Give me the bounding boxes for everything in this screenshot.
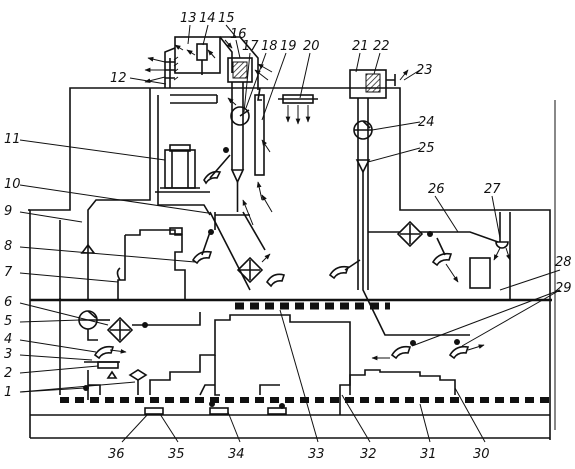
heater-diamond: [236, 253, 286, 288]
label-28: 28: [555, 255, 572, 270]
central-duct: [209, 82, 273, 291]
machine-7: [116, 227, 214, 300]
right-room: [368, 212, 511, 289]
label-12: 12: [110, 71, 127, 86]
label-31: 31: [420, 447, 437, 462]
label-20: 20: [303, 39, 320, 54]
label-21: 21: [352, 39, 369, 54]
label-27: 27: [484, 182, 501, 197]
label-26: 26: [428, 182, 445, 197]
label-1: 1: [4, 385, 12, 400]
label-29: 29: [555, 281, 572, 296]
fan-11: [155, 144, 231, 193]
label-18: 18: [261, 39, 278, 54]
label-33: 33: [308, 447, 325, 462]
floor-grates: [60, 302, 550, 415]
label-7: 7: [4, 265, 13, 280]
label-36: 36: [108, 447, 125, 462]
roof-unit-13-16: [144, 36, 273, 90]
label-30: 30: [473, 447, 490, 462]
label-4: 4: [4, 332, 12, 347]
label-14: 14: [199, 11, 216, 26]
labels: 1 2 3 4 5 6 7 8 9 10 11 12 13 14 15 16 1…: [4, 11, 572, 462]
label-32: 32: [360, 447, 377, 462]
label-8: 8: [4, 239, 12, 254]
label-35: 35: [168, 447, 185, 462]
label-3: 3: [4, 347, 12, 362]
right-duct: [328, 69, 470, 336]
lower-left-equipment: [78, 310, 201, 400]
label-5: 5: [4, 314, 12, 329]
lower-machines: [149, 314, 485, 415]
label-23: 23: [416, 63, 433, 78]
label-17: 17: [242, 39, 259, 54]
label-9: 9: [4, 204, 12, 219]
building-outline: [28, 87, 556, 440]
label-6: 6: [4, 295, 12, 310]
label-10: 10: [4, 177, 21, 192]
leader-lines: [19, 24, 561, 443]
label-13: 13: [180, 11, 197, 26]
label-11: 11: [4, 132, 21, 147]
light-20: [278, 94, 318, 125]
label-2: 2: [4, 366, 12, 381]
label-15: 15: [218, 11, 235, 26]
label-22: 22: [373, 39, 390, 54]
label-16: 16: [230, 27, 247, 42]
label-34: 34: [228, 447, 245, 462]
label-25: 25: [418, 141, 435, 156]
label-24: 24: [418, 115, 435, 130]
label-19: 19: [280, 39, 297, 54]
pipe-9-10: [80, 88, 211, 300]
